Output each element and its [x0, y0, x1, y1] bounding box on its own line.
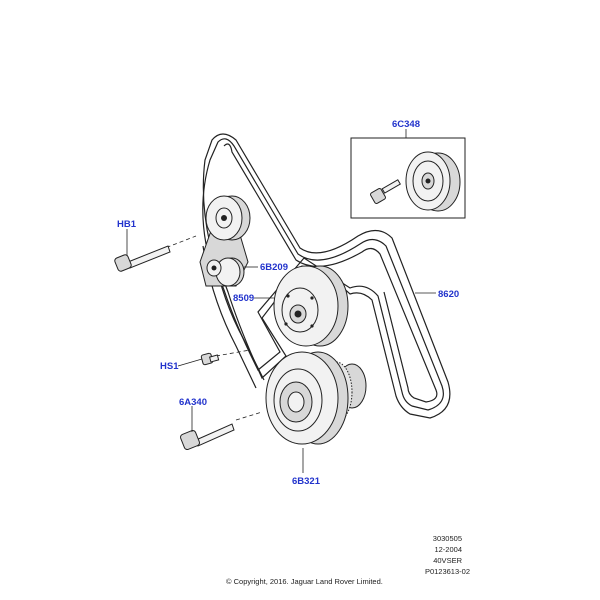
- callout-hb1: HB1: [117, 219, 137, 230]
- inset-idler-pulley: [405, 151, 461, 212]
- callout-6c348: 6C348: [392, 119, 420, 130]
- inset-box: [350, 129, 466, 219]
- meta-line-3: 40VSER: [433, 556, 462, 565]
- meta-line-2: 12-2004: [434, 545, 462, 554]
- leader-lines: [126, 229, 436, 473]
- crankshaft-pulley: [265, 351, 367, 445]
- bolt-hb1: [114, 235, 197, 272]
- callout-8620: 8620: [438, 289, 459, 300]
- inset-bolt: [370, 179, 401, 204]
- bolt-6a340: [179, 411, 263, 451]
- callout-6b209: 6B209: [260, 262, 288, 273]
- callout-8509: 8509: [233, 293, 254, 304]
- water-pump-pulley: [273, 265, 349, 347]
- belt-tensioner: [199, 195, 251, 287]
- bolt-hs1: [200, 349, 251, 366]
- callout-6a340: 6A340: [179, 397, 207, 408]
- meta-line-4: P0123613-02: [425, 567, 470, 576]
- meta-line-1: 3030505: [433, 534, 462, 543]
- callout-6b321: 6B321: [292, 476, 321, 487]
- copyright-text: © Copyright, 2016. Jaguar Land Rover Lim…: [226, 577, 383, 586]
- callout-hs1: HS1: [160, 361, 179, 372]
